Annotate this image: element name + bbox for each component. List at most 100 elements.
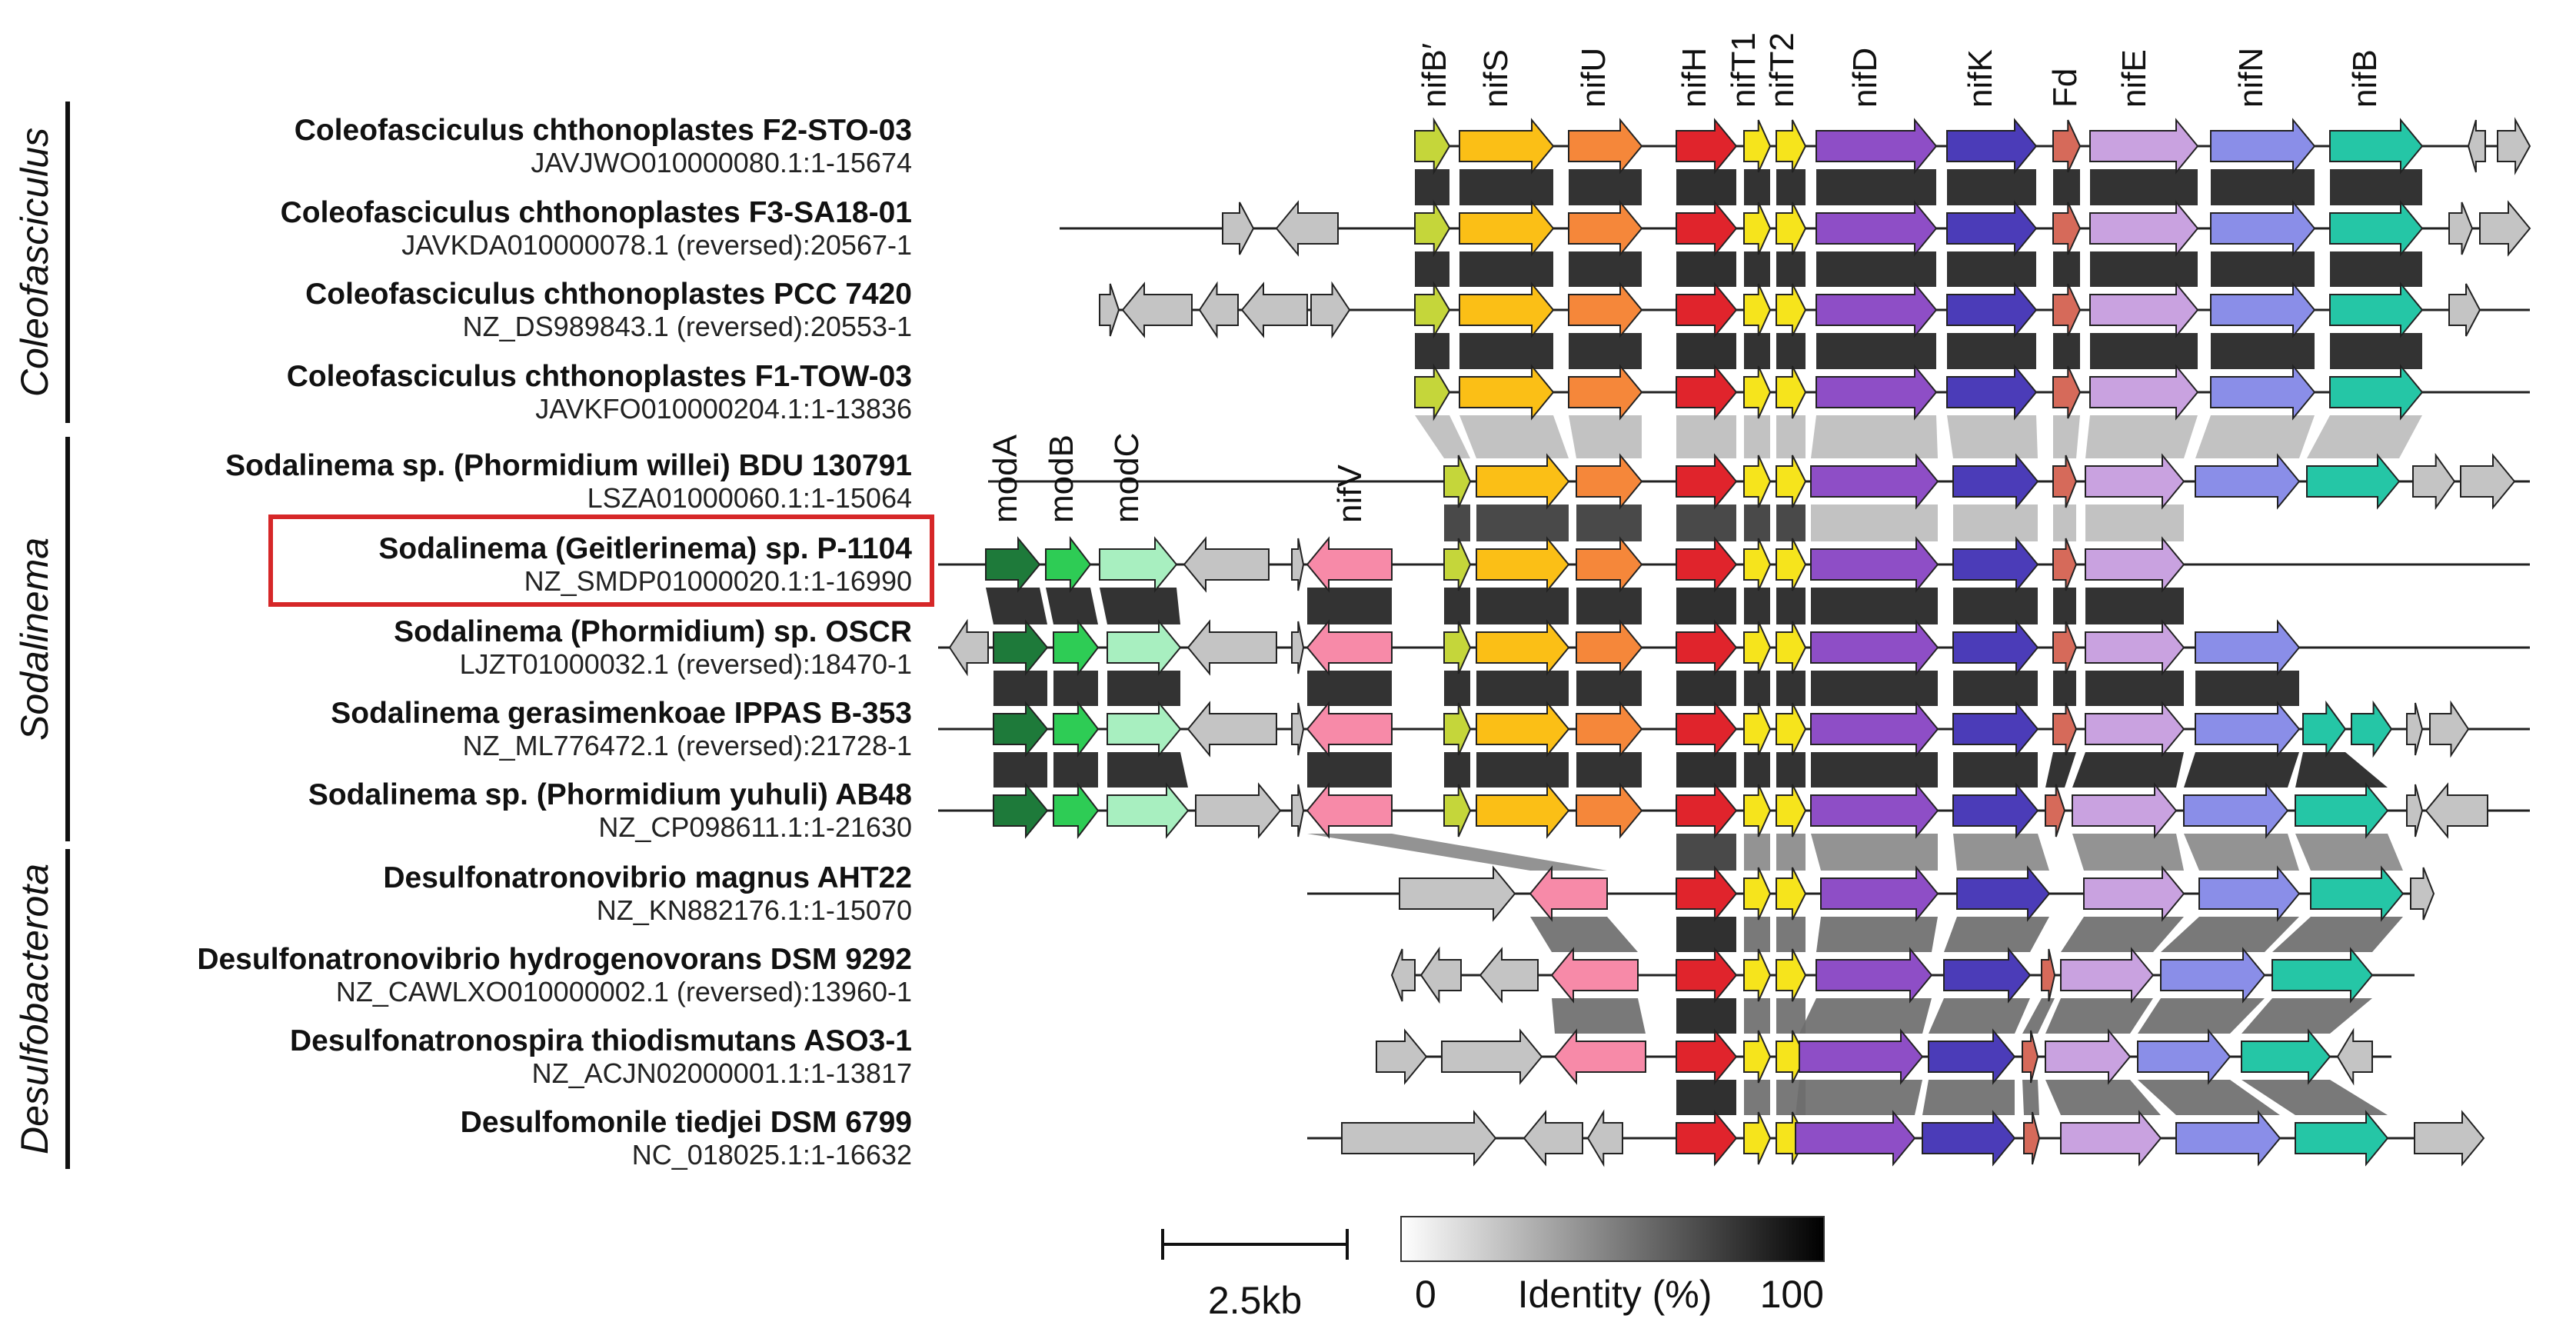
gene-arrow-nife <box>2085 701 2185 758</box>
clade-label: Desulfobacterota <box>13 864 56 1154</box>
identity-link <box>1811 415 1938 458</box>
gene-arrow-nifd <box>1810 782 1939 839</box>
gene-label: modC <box>1108 433 1146 523</box>
gene-arrow-other <box>1291 702 1305 756</box>
genome-accession: LJZT01000032.1 (reversed):18470-1 <box>460 648 912 680</box>
gene-arrow-other <box>1195 782 1282 839</box>
identity-link <box>2085 671 2184 706</box>
identity-link <box>1744 333 1770 369</box>
gene-arrow-other <box>1240 281 1308 338</box>
genome-name: Sodalinema sp. (Phormidium yuhuli) AB48 <box>308 778 912 811</box>
gene-arrow-other <box>2406 784 2424 837</box>
gene-arrow-nifd <box>1799 1028 1924 1085</box>
identity-link <box>1676 333 1736 369</box>
gene-arrow-nifh <box>1676 1028 1738 1085</box>
genome-accession: JAVJWO010000080.1:1-15674 <box>531 147 912 178</box>
identity-link <box>2184 752 2299 788</box>
identity-link <box>1947 333 2036 369</box>
gene-arrow-other <box>1291 784 1305 837</box>
gene-arrow-nifs <box>1459 364 1555 421</box>
gene-arrow-nifn <box>2195 453 2301 510</box>
identity-link <box>2211 169 2315 205</box>
identity-link <box>1444 504 1470 541</box>
identity-link <box>2242 1080 2388 1115</box>
gene-arrow-nifb <box>1414 281 1451 339</box>
gene-arrow-nift2 <box>1776 621 1807 674</box>
identity-link <box>1947 415 2038 458</box>
gene-arrow-nifn <box>2137 1028 2232 1085</box>
identity-link <box>1676 169 1736 205</box>
gene-label: modA <box>987 434 1024 523</box>
identity-link <box>1744 251 1770 287</box>
gene-arrow-nift1 <box>1743 201 1772 255</box>
identity-link <box>2211 333 2315 369</box>
identity-link <box>1676 998 1736 1034</box>
identity-link <box>2307 415 2422 458</box>
gene-arrow-nifb <box>1443 784 1472 837</box>
gene-arrow-nifh <box>1676 281 1738 338</box>
gene-arrow-nife <box>2072 782 2178 839</box>
gene-arrow-modc <box>1107 782 1190 839</box>
gene-arrow-other <box>2336 1027 2373 1086</box>
gene-arrow-nifu <box>1568 200 1643 257</box>
identity-link <box>2295 752 2388 788</box>
identity-link <box>1676 504 1736 541</box>
identity-link <box>1953 752 2038 788</box>
gene-arrow-nifb <box>2241 1028 2331 1085</box>
gene-arrow-nifb <box>2351 700 2393 758</box>
gene-arrow-other <box>2460 453 2516 510</box>
identity-link <box>1796 1080 1922 1115</box>
genome-accession: NC_018025.1:1-16632 <box>632 1139 912 1170</box>
identity-link <box>2211 251 2315 287</box>
identity-link <box>2295 834 2403 871</box>
identity-link <box>1744 1080 1770 1115</box>
identity-link <box>2090 333 2198 369</box>
identity-links <box>986 169 2422 1115</box>
gene-arrow-fd <box>2052 365 2082 419</box>
gene-label: nifS <box>1477 49 1515 108</box>
identity-link <box>1944 917 2049 952</box>
gene-arrow-nifn <box>2195 619 2301 676</box>
gene-arrow-other <box>948 618 989 677</box>
gene-arrow-fd <box>2045 784 2066 837</box>
gene-arrow-nifb <box>2306 453 2401 510</box>
gene-arrow-nifs <box>1459 281 1555 338</box>
gene-arrow-nife <box>2083 865 2185 922</box>
gene-arrow-nifk <box>1943 947 2032 1004</box>
identity-link <box>2053 415 2080 458</box>
genome-accession: NZ_CAWLXO010000002.1 (reversed):13960-1 <box>336 976 912 1007</box>
gene-arrow-nifk <box>1946 364 2038 421</box>
gene-arrow-nifk <box>1952 701 2039 758</box>
gene-arrow-nifb <box>2329 118 2424 175</box>
identity-link <box>2053 504 2076 541</box>
gene-arrow-other <box>1523 1110 1583 1167</box>
gene-arrow-nifh <box>1676 453 1738 510</box>
gene-arrow-nifv <box>1306 619 1393 676</box>
gene-label: nifT2 <box>1763 32 1801 108</box>
genome-name: Desulfonatronovibrio magnus AHT22 <box>383 861 912 894</box>
gene-arrow-nifv <box>1550 947 1639 1004</box>
gene-arrow-nifb <box>1443 702 1472 756</box>
identity-link <box>1444 671 1470 706</box>
gene-arrow-nifk <box>1922 1110 2016 1167</box>
gene-arrow-nifk <box>1952 619 2039 676</box>
identity-link <box>1459 415 1569 458</box>
gene-arrows <box>948 117 2531 1167</box>
gene-arrow-nifv <box>1553 1028 1646 1085</box>
gene-arrow-nift1 <box>1743 538 1772 591</box>
gene-arrow-fd <box>2052 119 2082 173</box>
genome-name: Coleofasciculus chthonoplastes PCC 7420 <box>305 278 912 311</box>
gene-arrow-nife <box>2089 281 2199 338</box>
identity-link <box>1744 834 1770 871</box>
identity-link <box>1307 752 1392 788</box>
genome-accession: NZ_CP098611.1:1-21630 <box>598 811 912 843</box>
gene-arrow-fd <box>2022 1030 2039 1084</box>
identity-link <box>1569 169 1642 205</box>
identity-link <box>993 752 1047 788</box>
identity-link <box>1676 588 1736 624</box>
identity-link <box>1415 251 1449 287</box>
gene-arrow-nifn <box>2210 281 2316 338</box>
gene-arrow-other <box>2410 867 2435 921</box>
identity-link <box>1816 917 1938 952</box>
